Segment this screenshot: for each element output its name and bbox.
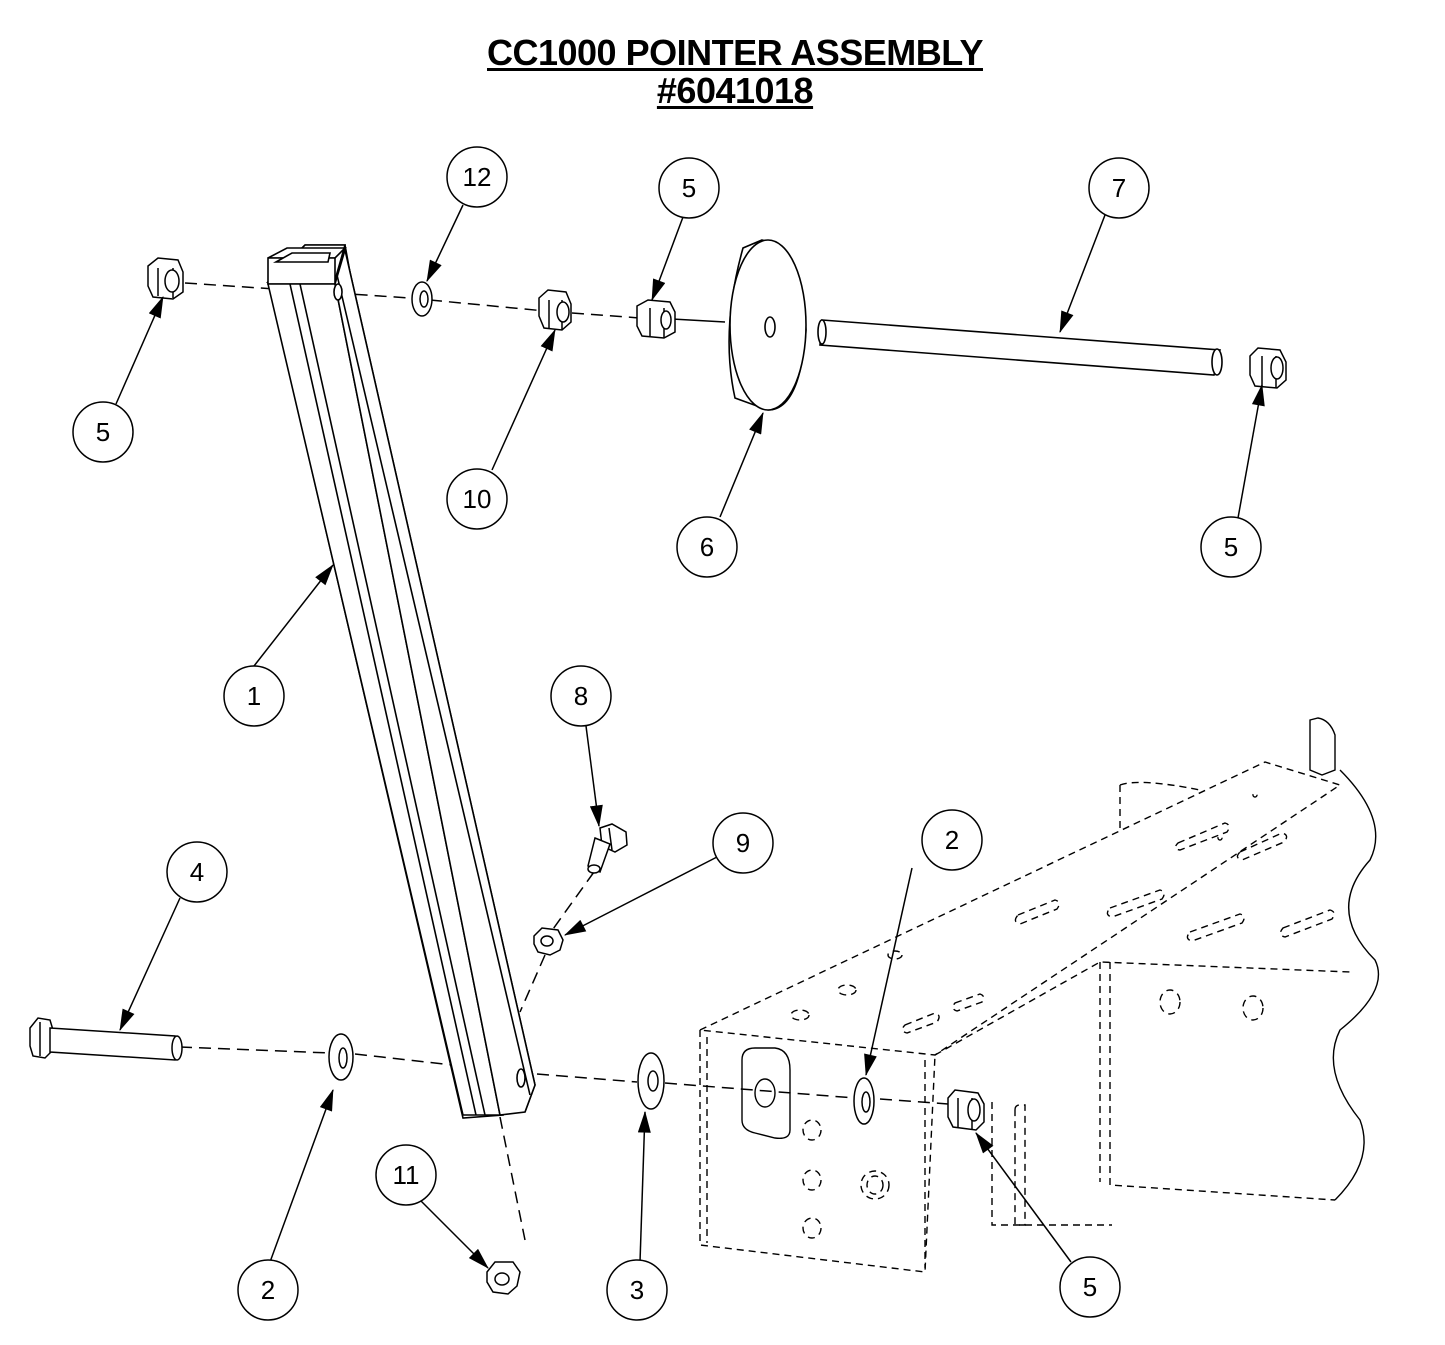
washer-2-right xyxy=(853,1077,875,1125)
assembly-centerlines xyxy=(179,282,949,1241)
callout-label-5-upper-left: 5 xyxy=(96,417,110,447)
callout-label-5-top-middle: 5 xyxy=(682,173,696,203)
callout-bubble-3: 3 xyxy=(606,1259,668,1321)
diagram-title: CC1000 POINTER ASSEMBLY xyxy=(487,32,983,73)
hex-nut-5-top-middle xyxy=(636,299,676,339)
frame-bracket-solid xyxy=(741,717,1380,1201)
rod-7 xyxy=(817,319,1223,376)
callout-label-7: 7 xyxy=(1112,173,1126,203)
callout-label-5-right: 5 xyxy=(1224,532,1238,562)
leader-lines xyxy=(115,204,1265,1269)
callout-label-8: 8 xyxy=(574,681,588,711)
callout-bubble-8: 8 xyxy=(550,665,612,727)
pointer-disc-6 xyxy=(728,239,807,411)
callout-label-4: 4 xyxy=(190,857,204,887)
callout-bubble-5-top-middle: 5 xyxy=(658,157,720,219)
hex-nut-10 xyxy=(538,289,572,331)
callout-label-12: 12 xyxy=(463,162,492,192)
callout-bubble-1: 1 xyxy=(223,665,285,727)
bolt-8 xyxy=(587,823,628,874)
lock-washer-12 xyxy=(411,281,433,317)
nut-11 xyxy=(486,1261,521,1295)
frame-bracket xyxy=(697,761,1351,1273)
callout-bubble-12: 12 xyxy=(446,146,508,208)
callout-bubble-5-right: 5 xyxy=(1200,516,1262,578)
callout-bubble-6: 6 xyxy=(676,516,738,578)
washer-3 xyxy=(637,1052,665,1110)
callout-label-5-bottom-right: 5 xyxy=(1083,1272,1097,1302)
callout-label-1: 1 xyxy=(247,681,261,711)
callout-label-2-right: 2 xyxy=(945,825,959,855)
callout-bubble-2-left: 2 xyxy=(237,1259,299,1321)
title-block: CC1000 POINTER ASSEMBLY #6041018 xyxy=(0,34,1445,110)
square-tube-pointer xyxy=(266,244,536,1119)
hex-nut-5-upper-left xyxy=(147,257,184,300)
callout-label-11: 11 xyxy=(393,1160,420,1190)
nut-9 xyxy=(533,927,564,956)
hex-nut-5-bottom-right xyxy=(947,1089,985,1131)
callout-label-10: 10 xyxy=(463,484,492,514)
callout-label-3: 3 xyxy=(630,1275,644,1305)
callout-bubble-5-bottom-right: 5 xyxy=(1059,1256,1121,1318)
washer-2-left xyxy=(328,1033,354,1081)
hex-nut-5-right xyxy=(1249,347,1287,389)
callout-bubble-11: 11 xyxy=(375,1144,437,1206)
callout-bubble-10: 10 xyxy=(446,468,508,530)
callout-bubble-2-right: 2 xyxy=(921,809,983,871)
callout-bubble-7: 7 xyxy=(1088,157,1150,219)
part-number: #6041018 xyxy=(656,70,814,111)
bolt-4 xyxy=(29,1017,183,1061)
callout-bubble-5-upper-left: 5 xyxy=(72,401,134,463)
callout-bubble-4: 4 xyxy=(166,841,228,903)
callout-bubble-9: 9 xyxy=(712,812,774,874)
callout-label-6: 6 xyxy=(700,532,714,562)
callout-label-2-left: 2 xyxy=(261,1275,275,1305)
callout-label-9: 9 xyxy=(736,828,750,858)
